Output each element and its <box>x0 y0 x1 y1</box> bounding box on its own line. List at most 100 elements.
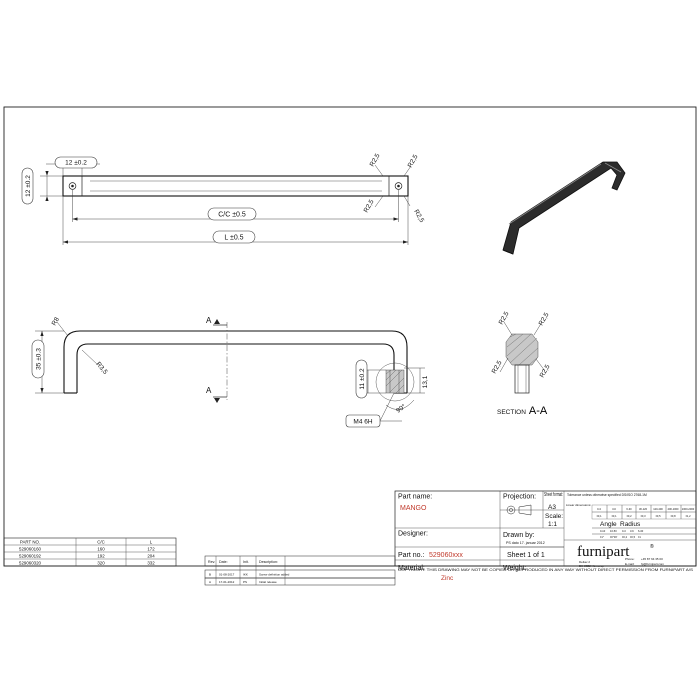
linear-range: 400-1000 <box>668 507 680 511</box>
part-table-cell: 204 <box>147 554 155 559</box>
angle-label: Angle <box>600 521 617 528</box>
dim-side-height: 35 ±0.3 <box>36 348 43 370</box>
email-value: fp@furnipart.com <box>641 562 665 566</box>
rev-header: Rev. <box>208 560 215 564</box>
radius-label-3: R2,5 <box>363 198 376 214</box>
part-table-cell: 529060192 <box>19 554 42 559</box>
phone-label: Phone: <box>625 557 635 561</box>
linear-label: Linear dimensions: <box>566 503 591 507</box>
registered-mark: ® <box>650 543 654 550</box>
dim-width-label: 12 ±0.2 <box>65 160 87 167</box>
linear-tolerance-grid <box>591 504 697 520</box>
linear-tol: ±0,1 <box>596 514 602 518</box>
projection-symbol-icon <box>506 504 532 516</box>
tolerance-note: Tolerance unless otherwise specified DS/… <box>567 493 647 497</box>
rev-header: Init. <box>243 560 249 564</box>
radius-label-1: R2,5 <box>369 152 382 168</box>
section-title-letters: A-A <box>529 405 548 417</box>
designer-label: Designer: <box>398 531 428 538</box>
part-table-cell: 172 <box>147 547 155 552</box>
part-table-cell: 160 <box>97 547 105 552</box>
sheet-format-value: A3 <box>548 504 556 511</box>
angle-radius-grid <box>592 527 696 535</box>
linear-tol: ±0,5 <box>655 514 661 518</box>
part-table-cell: 192 <box>97 554 105 559</box>
dim-13: 13,1 <box>422 375 429 388</box>
radius-label: Radius <box>620 521 641 528</box>
linear-tol: ±0,1 <box>611 514 617 518</box>
linear-range: 6-30 <box>626 507 632 511</box>
address-line: DK-8382 Hinnerup <box>579 564 604 568</box>
rev-cell: A <box>209 580 211 584</box>
drawn-by-value: PS dato 17. januar 2012 <box>506 541 545 545</box>
rev-cell: Initial release <box>259 580 277 584</box>
part-table-cell: 320 <box>97 561 105 566</box>
sheet-format-label: Sheet format: <box>544 492 563 498</box>
weight-label: Weight: <box>503 565 527 572</box>
drawn-by-label: Drawn by: <box>503 532 535 539</box>
part-table-header-l: L <box>150 540 153 545</box>
dim-cc-label: C/C ±0.5 <box>218 212 246 219</box>
section-radius-4: R2,5 <box>539 363 552 379</box>
linear-range: 3-6 <box>612 507 616 511</box>
rev-header: Description: <box>259 560 278 564</box>
section-radius-2: R2,5 <box>538 311 551 327</box>
material-value: Zinc <box>441 575 454 582</box>
radius-range: 3-6 <box>630 529 634 533</box>
angle-tol: ±1° <box>600 535 604 539</box>
side-view: A A 35 ±0.3 R8 R3,5 11 ±0.2 13,1 90° M4 … <box>31 316 429 428</box>
email-label: E-mail: <box>625 562 635 566</box>
radius-label-2: R2,5 <box>407 153 420 169</box>
material-label: Material: <box>398 565 425 572</box>
linear-range: 120-400 <box>653 507 663 511</box>
sheet-count: Sheet 1 of 1 <box>507 552 545 559</box>
section-radius-1: R2,5 <box>498 310 511 326</box>
rev-header: Date: <box>219 560 228 564</box>
linear-tol: ±0,3 <box>640 514 646 518</box>
rev-cell: IKK <box>243 573 248 577</box>
part-name-value: MANGO <box>400 505 427 512</box>
revision-table: Rev. Date: Init. Description: B 01-08-20… <box>204 555 396 586</box>
rev-cell: Screw definition added <box>259 573 290 577</box>
thread-callout: M4 6H <box>353 419 372 426</box>
rev-cell: 01-08-2017 <box>219 573 235 577</box>
dim-r8: R8 <box>51 316 61 327</box>
scale-value: 1:1 <box>548 521 557 528</box>
part-table-cell: 332 <box>147 561 155 566</box>
radius-tol: ±0,2 <box>622 535 628 539</box>
linear-tol: ±0,8 <box>670 514 676 518</box>
linear-tol: ±0,2 <box>626 514 632 518</box>
part-number-table: PART NO. C/C L 529060160 160 172 5290601… <box>3 537 177 567</box>
brand-logo: furnipart <box>577 544 630 560</box>
linear-range: 30-120 <box>639 507 648 511</box>
angle-range: 10-50 <box>610 529 617 533</box>
radius-range: 0-3 <box>622 529 626 533</box>
part-table-header-partno: PART NO. <box>20 540 40 545</box>
dim-r35: R3,5 <box>94 361 108 376</box>
radius-label-4: R2,5 <box>412 209 425 225</box>
part-no-label: Part no.: <box>398 552 425 559</box>
handle-3d-view <box>502 161 626 255</box>
angle-range: 0-10 <box>600 529 606 533</box>
radius-tol: ±1 <box>638 535 641 539</box>
scale-label: Scale: <box>545 513 563 520</box>
dim-11: 11 ±0.2 <box>359 368 366 390</box>
radius-tol: ±0,5 <box>630 535 636 539</box>
part-table-cell: 529060320 <box>19 561 42 566</box>
part-table-cell: 529060160 <box>19 547 42 552</box>
section-title-prefix: SECTION <box>497 409 526 416</box>
copyright-notice: COPYRIGHT: THIS DRAWING MAY NOT BE COPIE… <box>398 568 693 572</box>
part-table-header-cc: C/C <box>97 540 105 545</box>
top-view: 12 ±0.2 12 ±0.2 C/C ±0.5 L ±0.5 R2,5 R2,… <box>21 152 425 245</box>
dim-l-label: L ±0.5 <box>224 235 243 242</box>
radius-range: 6-30 <box>638 529 644 533</box>
title-block: Part name: MANGO Projection: Sheet forma… <box>394 490 697 582</box>
projection-label: Projection: <box>503 494 536 501</box>
rev-cell: B <box>209 573 211 577</box>
rev-cell: 17-01-2012 <box>219 580 235 584</box>
dim-height-label: 12 ±0.2 <box>25 175 32 197</box>
section-marker-bottom: A <box>206 386 212 395</box>
